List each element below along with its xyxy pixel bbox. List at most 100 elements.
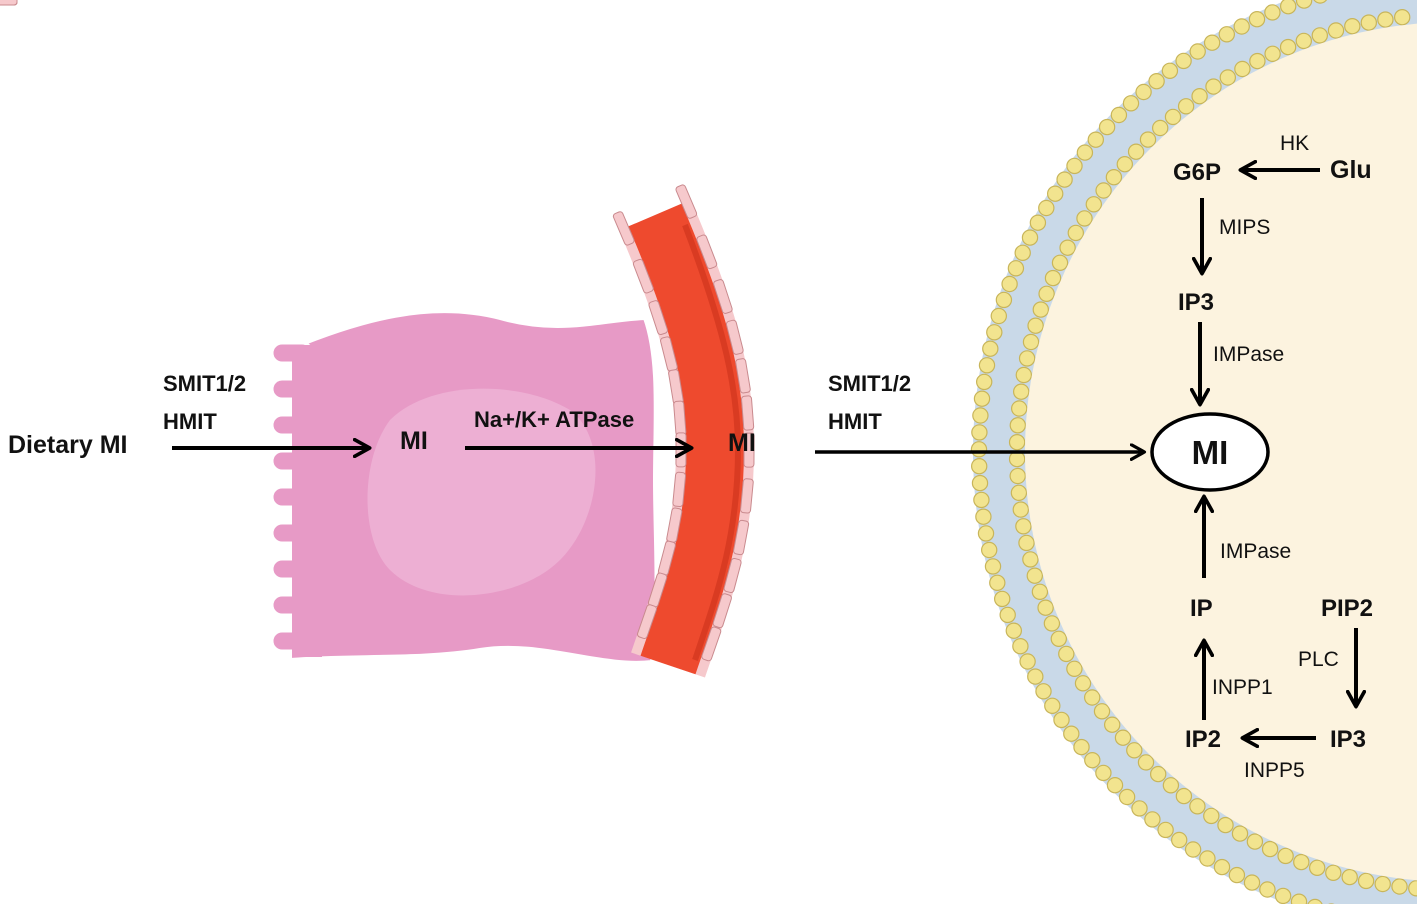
lipid-head [1012,638,1029,655]
label-ip2: IP2 [1185,726,1221,753]
lipid-head [1261,840,1279,858]
endothelial-cell [740,478,754,514]
lipid-head [1031,583,1049,601]
lipid-head [1118,788,1136,806]
endothelial-cell [672,471,687,508]
endothelial-cell [725,319,744,355]
lipid-head [971,424,988,441]
lipid-head [1015,518,1032,535]
lipid-head [1248,11,1266,28]
endothelial-cells [0,0,755,662]
lipid-head [994,590,1011,608]
label-mips: MIPS [1219,216,1270,239]
vessel-lumen-shadow [682,223,742,661]
lipid-head [1076,144,1094,161]
lipid-head [1044,697,1061,715]
lipid-head [1014,244,1031,261]
lipid-head [1327,22,1345,39]
lipid-head [1203,807,1220,825]
lipid-head [1219,69,1237,86]
lipid-head [1106,777,1124,794]
endothelial-cell [637,604,657,639]
lipid-head [1066,660,1083,678]
lipid-head [1279,38,1297,56]
lipid-head [1189,798,1206,815]
lipid-head [1103,716,1121,733]
lipid-head [1157,821,1174,839]
lipid-head [1095,182,1112,199]
lipid-head [1135,83,1152,101]
label-na-k-atpase: Na+/K+ ATPase [474,407,634,432]
lipid-head [1233,18,1250,35]
lipid-head [1203,34,1221,51]
endothelial-cell [733,519,750,556]
lipid-head [1038,285,1055,302]
lipid-head [1066,157,1083,175]
endothelial-cell [713,279,733,314]
microvilli [270,341,322,657]
lipid-head [1058,645,1075,663]
label-impase-top: IMPase [1213,343,1284,366]
lipid-head [1149,765,1167,783]
lipid-head [975,508,992,525]
lipid-head [1095,764,1112,782]
lipid-head [1029,214,1047,231]
lipid-head [1264,4,1281,21]
lipid-head [1374,875,1391,893]
lipid-head [1122,95,1140,112]
lipid-head [1051,254,1069,271]
lipid-head [1073,738,1090,756]
lipid-head [1131,800,1148,817]
lipid-head [978,357,996,374]
lipid-head [1027,668,1044,685]
lipid-head [1038,199,1055,217]
lipid-head [1313,0,1328,4]
lipid-head [1161,62,1179,80]
lipid-head [1026,567,1044,584]
lipid-head [1137,754,1155,771]
endothelial-cell [701,626,722,662]
endothelial-cell [696,234,718,270]
lipid-head [1162,777,1180,794]
lipid-head [1021,229,1039,246]
lipid-head [1037,599,1054,616]
lipid-head [1035,683,1052,700]
endothelial-cell [712,593,732,629]
lipid-head [990,307,1008,325]
lipid-head [976,373,993,391]
lipid-head [1191,87,1208,105]
mi-cell-ellipse [1150,412,1270,492]
lipid-head [1019,653,1036,670]
lipid-head [1308,859,1326,877]
lipid-head [1011,400,1028,417]
lipid-bilayer-outer [970,0,1335,904]
lipid-head [1009,467,1026,485]
lipid-head [1189,43,1206,60]
lipid-head [1093,703,1111,720]
lipid-head [1259,881,1276,898]
lipid-head [1046,185,1064,202]
lipid-head [1311,27,1329,44]
endothelial-cell [675,184,698,219]
lipid-bilayer-inner [1008,9,1417,897]
lipid-head [1067,224,1085,242]
lipid-head [1005,622,1023,639]
lipid-head [1008,450,1026,468]
lipid-head [1008,434,1026,451]
label-smit-intestine: SMIT1/2 [163,371,246,396]
label-inpp5: INPP5 [1244,759,1305,782]
lipid-head [972,407,989,424]
lipid-head [1393,9,1411,26]
lipid-head [1144,811,1161,828]
label-plc: PLC [1298,648,1339,671]
labels: Dietary MI SMIT1/2 HMIT MI Na+/K+ ATPase… [8,132,1373,782]
lipid-head [1295,32,1313,50]
lipid-head [1063,725,1080,742]
lipid-head [1043,615,1061,632]
label-hmit-intestine: HMIT [163,409,217,434]
lipid-head [1151,119,1169,137]
lipid-head [1408,880,1417,897]
lipid-head [1246,833,1264,850]
label-ip: IP [1190,595,1213,622]
lipid-head [999,606,1016,624]
